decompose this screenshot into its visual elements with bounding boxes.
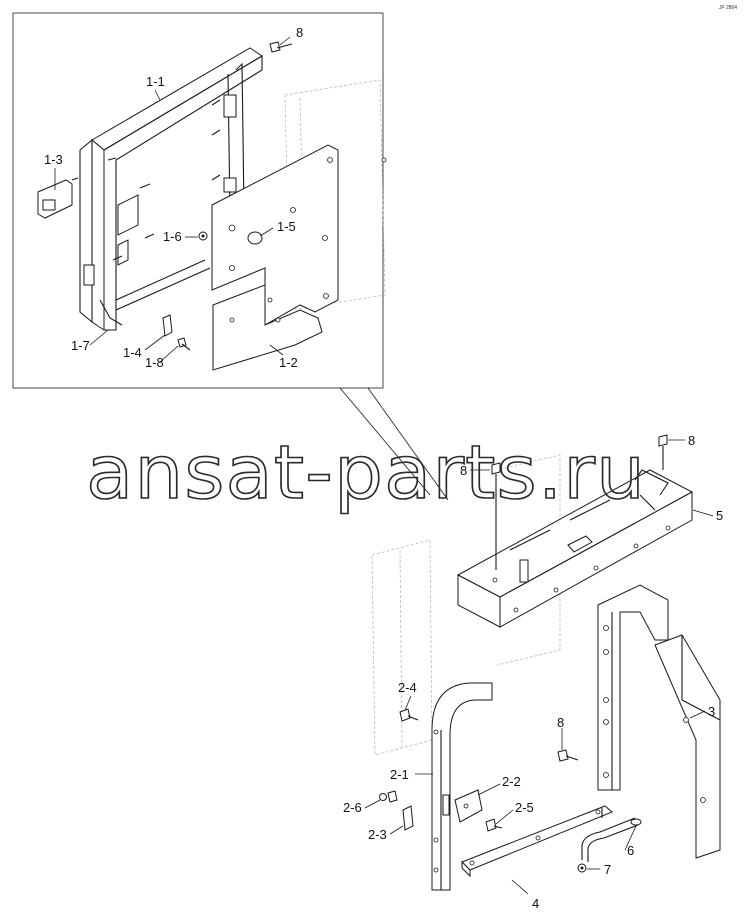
callout-7: 7 <box>604 862 611 877</box>
callout-8-detail: 8 <box>296 25 303 40</box>
bolt-part-2-4 <box>399 708 419 722</box>
callout-8-top-left: 8 <box>460 463 467 478</box>
callout-1-3: 1-3 <box>44 152 63 167</box>
bracket-part-1-3 <box>37 177 79 219</box>
corner-code: JF 2804 <box>719 5 737 11</box>
bolt-part-8-top-left <box>491 462 501 570</box>
bolt-part-8-top-right <box>658 434 668 470</box>
callout-8-mid: 8 <box>557 715 564 730</box>
bottom-bar-part-4 <box>461 805 613 878</box>
callout-3: 3 <box>708 704 715 719</box>
bolt-part-1-8 <box>177 337 191 351</box>
callout-6: 6 <box>627 843 634 858</box>
callout-2-6: 2-6 <box>343 800 362 815</box>
nut-part-7 <box>577 863 587 873</box>
callout-2-3: 2-3 <box>368 827 387 842</box>
upright-member <box>597 584 669 791</box>
callout-1-2: 1-2 <box>279 355 298 370</box>
detail-inset: 8 1-1 1-3 1-6 1-5 1-7 1-4 1-8 1-2 <box>12 12 449 501</box>
callout-1-5: 1-5 <box>277 219 296 234</box>
nut-part-1-6 <box>198 231 208 241</box>
callout-1-6: 1-6 <box>163 229 182 244</box>
callout-2-4: 2-4 <box>398 680 417 695</box>
callout-5: 5 <box>716 508 723 523</box>
lower-panel-part-1-2 <box>212 284 323 371</box>
front-panel-part-1-5 <box>211 144 339 326</box>
callout-1-7: 1-7 <box>71 338 90 353</box>
bolt-part-8-detail <box>269 41 293 53</box>
watermark-text: ansat-parts.ru <box>86 430 646 516</box>
main-assembly: 8 8 5 3 2-4 8 2-1 2-2 2-6 2-5 2-3 6 7 4 <box>343 433 723 911</box>
main-leaders <box>364 439 714 895</box>
clip-part-2-3 <box>402 805 414 831</box>
side-bracket-part-3 <box>654 634 721 859</box>
u-bolt-part-6 <box>581 808 642 862</box>
callout-8-top-right: 8 <box>688 433 695 448</box>
top-bracket-part-5 <box>456 469 694 628</box>
callout-2-1: 2-1 <box>390 767 409 782</box>
bolt-part-2-6 <box>379 790 398 803</box>
curved-bracket-part-2-1 <box>431 682 493 891</box>
callout-2-2: 2-2 <box>502 774 521 789</box>
plate-part-2-2 <box>454 789 483 823</box>
callout-1-8: 1-8 <box>145 355 164 370</box>
callout-4: 4 <box>532 896 539 911</box>
clip-part-1-4 <box>162 314 173 337</box>
bolt-part-2-5 <box>485 818 503 832</box>
callout-1-1: 1-1 <box>146 74 165 89</box>
cover-frame-part-1-1 <box>79 47 263 331</box>
bolt-part-8-mid <box>557 749 579 762</box>
detail-leaders <box>54 36 291 363</box>
inset-leader-left <box>339 387 431 496</box>
callout-1-4: 1-4 <box>123 345 142 360</box>
inset-leader-right <box>367 387 449 501</box>
callout-2-5: 2-5 <box>515 800 534 815</box>
